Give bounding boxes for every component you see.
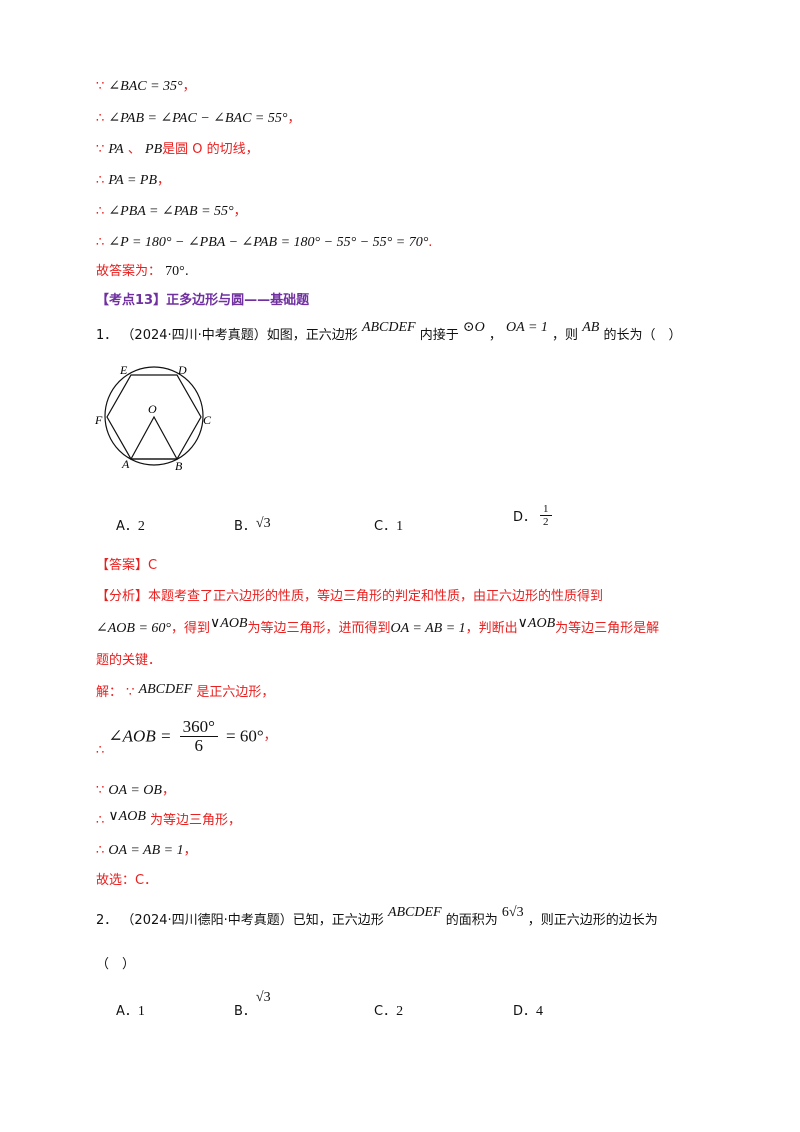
- question-1-stem: 1． （2024·四川·中考真题）如图，正六边形 ABCDEF 内接于 ⊙O ，…: [96, 320, 682, 343]
- q2-option-d[interactable]: D．4: [513, 1004, 544, 1019]
- label-e: E: [119, 363, 128, 377]
- q1-solution-line-5: ∴ OA = AB = 1，: [96, 843, 197, 858]
- label-d: D: [177, 363, 187, 377]
- label-a: A: [121, 457, 130, 471]
- section-heading: 【考点13】正多边形与圆——基础题: [96, 293, 310, 308]
- label-c: C: [203, 413, 212, 427]
- q1-analysis-line-1: 【分析】本题考查了正六边形的性质，等边三角形的判定和性质，由正六边形的性质得到: [96, 589, 604, 604]
- q1-solution-line-4: ∴ ∨AOB 为等边三角形，: [96, 809, 242, 828]
- q1-analysis-line-3: 题的关键．: [96, 653, 162, 668]
- solution-line-1: ∵ ∠BAC = 35°，: [96, 79, 196, 94]
- triangle-aob: [129, 415, 179, 460]
- q1-answer: 【答案】C: [96, 558, 158, 573]
- label-o: O: [148, 402, 157, 416]
- label-b: B: [175, 459, 183, 473]
- q2-option-a[interactable]: A．1: [116, 1004, 145, 1019]
- question-2-paren: （ ）: [96, 957, 136, 972]
- q2-option-c[interactable]: C．2: [374, 1004, 404, 1019]
- q1-option-a[interactable]: A．2: [116, 519, 145, 534]
- previous-answer: 故答案为： 70°.: [96, 264, 189, 279]
- q1-final-choice: 故选：C．: [96, 873, 158, 888]
- solution-line-4: ∴ PA = PB，: [96, 173, 171, 188]
- q2-option-b[interactable]: B．√3: [234, 990, 271, 1019]
- q1-option-b[interactable]: B．√3: [234, 516, 271, 534]
- q1-solution-line-1: 解： ∵ ABCDEF 是正六边形，: [96, 682, 275, 700]
- solution-line-5: ∴ ∠PBA = ∠PAB = 55°，: [96, 204, 247, 219]
- solution-line-3: ∵ PA 、 PB是圆 O 的切线，: [96, 142, 259, 157]
- fraction-360-over-6: 360°6: [179, 718, 218, 755]
- hexagon-figure: A B C D E F O: [94, 363, 212, 473]
- q1-option-c[interactable]: C．1: [374, 519, 404, 534]
- q1-solution-line-2: ∴ ∠AOB = 360°6 = 60°，: [96, 717, 277, 759]
- solution-line-2: ∴ ∠PAB = ∠PAC − ∠BAC = 55°，: [96, 111, 301, 126]
- circumcircle: [104, 366, 204, 466]
- solution-line-6: ∴ ∠P = 180° − ∠PBA − ∠PAB = 180° − 55° −…: [96, 235, 433, 250]
- label-f: F: [94, 413, 103, 427]
- q1-solution-line-3: ∵ OA = OB，: [96, 783, 175, 798]
- q1-analysis-line-2: ∠AOB = 60°，得到∨AOB为等边三角形，进而得到OA = AB = 1，…: [96, 616, 660, 636]
- question-2-stem: 2． （2024·四川德阳·中考真题）已知，正六边形 ABCDEF 的面积为 6…: [96, 905, 658, 928]
